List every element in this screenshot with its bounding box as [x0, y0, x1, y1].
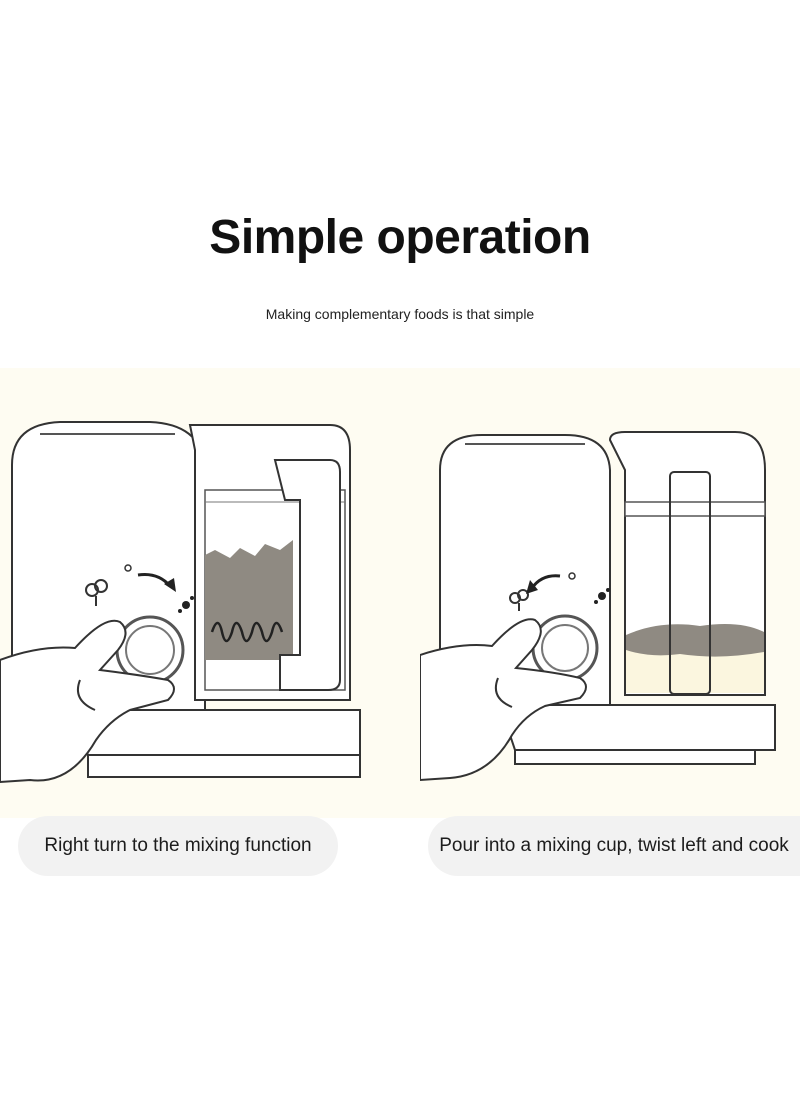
food-maker-mixing-illustration: [0, 421, 361, 784]
steam-icon: [85, 579, 108, 606]
page-subtitle: Making complementary foods is that simpl…: [265, 306, 535, 322]
machine-foot: [87, 754, 361, 778]
machine-base: [498, 704, 776, 751]
step-2-illustration: [420, 410, 800, 790]
turn-right-arrow-icon: [137, 573, 176, 592]
position-dot: [124, 564, 132, 572]
food-maker-cooking-illustration: [420, 431, 776, 782]
steam-icon: [509, 589, 529, 611]
hand: [420, 618, 587, 782]
step-2-caption-text: Pour into a mixing cup, twist left and c…: [439, 835, 789, 856]
blend-icon: [594, 588, 610, 604]
food-contents: [205, 540, 293, 660]
food-contents: [626, 624, 764, 657]
position-dot: [568, 572, 576, 580]
step-1-caption: Right turn to the mixing function: [18, 816, 338, 876]
step-1-caption-text: Right turn to the mixing function: [44, 835, 312, 856]
hand: [0, 619, 175, 784]
blend-icon: [178, 596, 194, 613]
turn-left-arrow-icon: [526, 574, 561, 594]
cup-handle: [273, 459, 341, 691]
step-1-illustration: [0, 410, 380, 790]
cup-handle: [669, 471, 711, 695]
page-title: Simple operation: [209, 211, 591, 264]
step-2-caption: Pour into a mixing cup, twist left and c…: [428, 816, 800, 876]
blade: [210, 621, 284, 643]
machine-foot: [514, 749, 756, 765]
